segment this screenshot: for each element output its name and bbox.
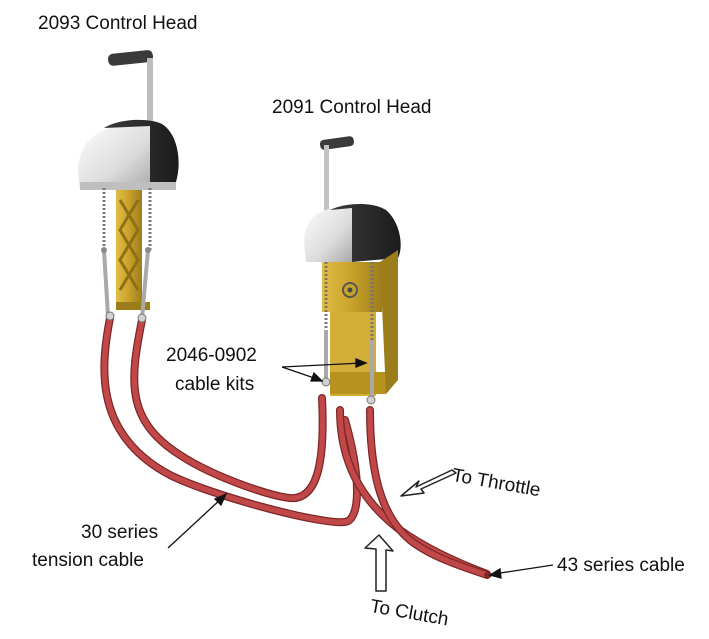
label-cable-kit-number: 2046-0902 xyxy=(166,345,257,366)
gold-frame-2091 xyxy=(322,250,398,396)
housing-top-2091 xyxy=(330,204,401,262)
cable-2093-right xyxy=(130,316,327,503)
label-2091-control-head: 2091 Control Head xyxy=(272,97,432,118)
housing-top-2093 xyxy=(104,119,179,190)
label-tension-cable: tension cable xyxy=(32,550,144,571)
label-cable-kits: cable kits xyxy=(175,374,255,395)
arrow-tension-cable xyxy=(167,492,228,549)
label-30-series: 30 series xyxy=(81,522,159,543)
pointer-lines xyxy=(167,358,554,579)
housing-cover-2091 xyxy=(304,208,352,262)
to-throttle-arrow xyxy=(400,469,457,497)
lever-shaft-2093 xyxy=(147,58,153,140)
label-2093-control-head: 2093 Control Head xyxy=(38,13,198,34)
gold-frame-2093 xyxy=(116,190,150,310)
arrow-cable-kit-right xyxy=(281,358,368,368)
lever-handle-2093 xyxy=(107,50,154,66)
arrow-43-series xyxy=(488,564,554,579)
lever-shaft-2091 xyxy=(324,145,329,250)
label-43-series-cable: 43 series cable xyxy=(557,555,685,576)
cable-end-cap xyxy=(484,572,492,578)
arrow-cable-kit-left xyxy=(281,366,324,382)
red-cables xyxy=(100,314,492,579)
control-head-2093 xyxy=(78,50,179,323)
to-clutch-arrow xyxy=(364,534,394,592)
housing-cover-2093 xyxy=(78,126,150,190)
control-head-2091 xyxy=(304,136,401,405)
cable-2093-left xyxy=(100,314,361,527)
cable-to-throttle xyxy=(366,406,491,579)
